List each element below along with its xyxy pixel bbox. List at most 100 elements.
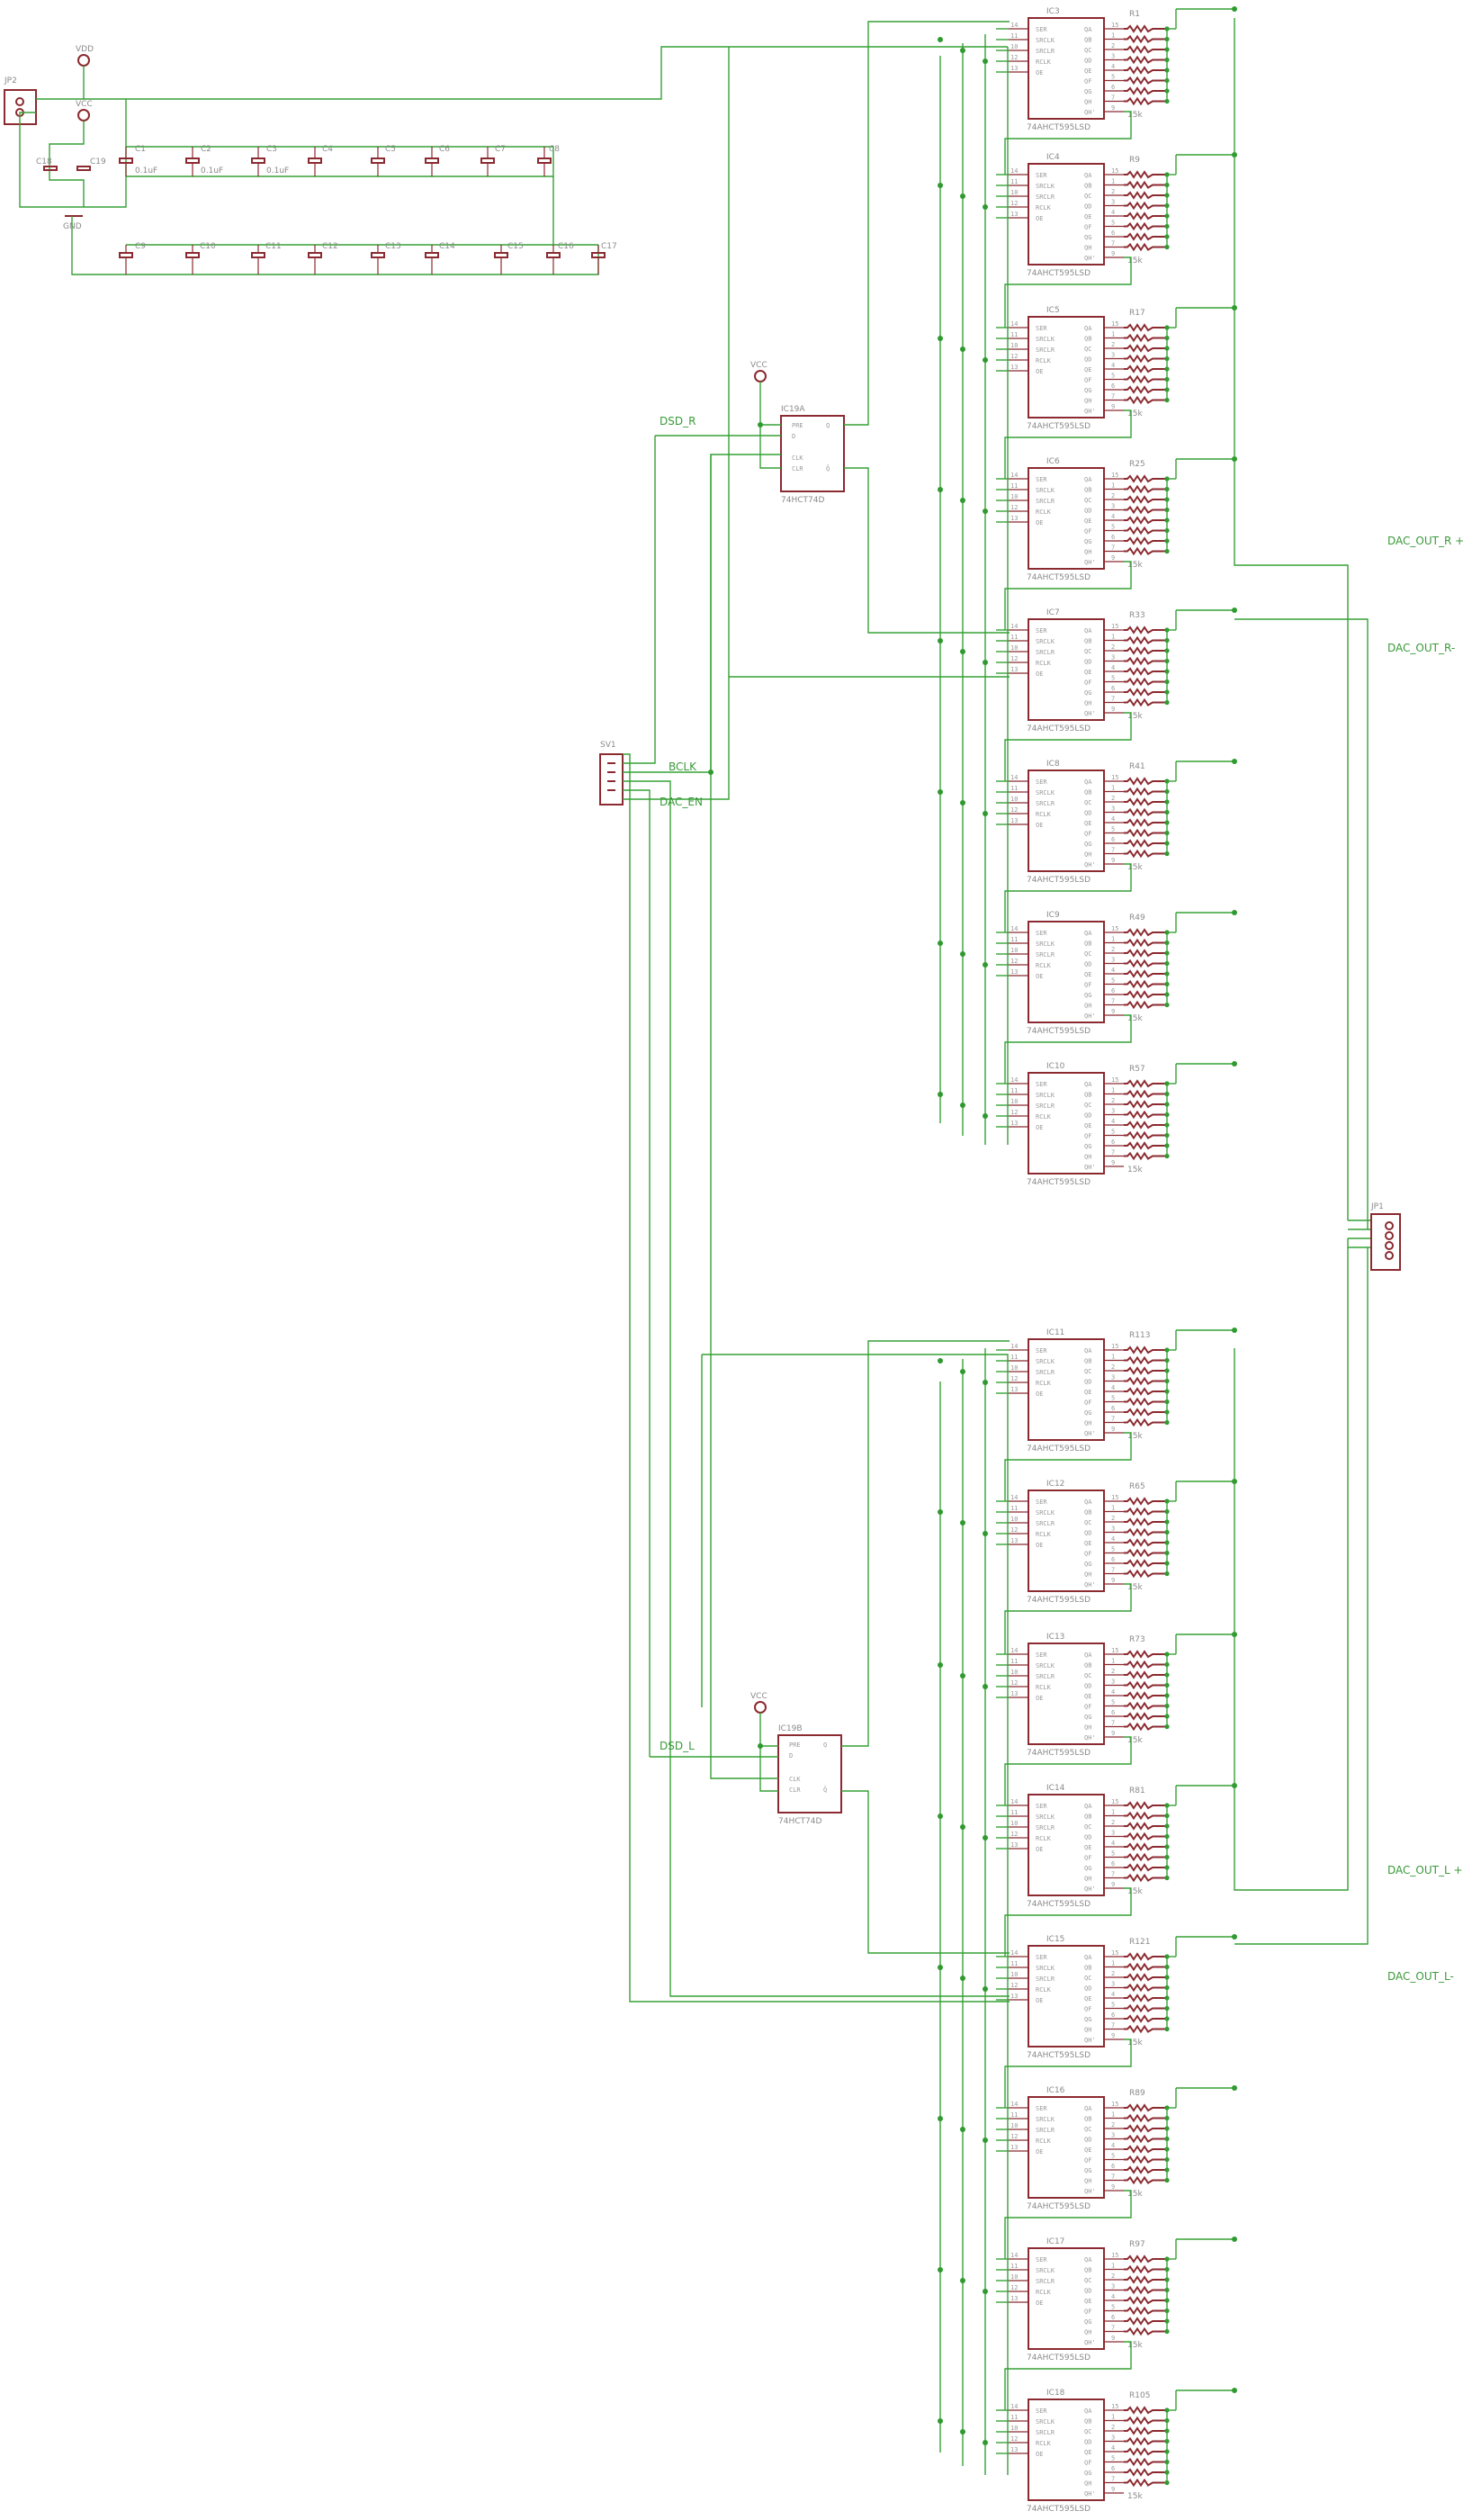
pin-number: 15 [1111, 925, 1118, 932]
pin-number: 7 [1111, 2174, 1115, 2181]
shift-register-block: IC1574AHCT595LSD14SER11SRCLK10SRCLR12RCL… [938, 1934, 1237, 2108]
shift-register-name: IC15 [1046, 1935, 1064, 1944]
pin-number: 12 [1010, 958, 1018, 965]
pin-number: 2 [1111, 946, 1115, 953]
shift-register-body [1028, 1794, 1105, 1896]
pin-number: 9 [1111, 104, 1115, 112]
pin-number: 6 [1111, 685, 1115, 692]
pin-number: 10 [1010, 2122, 1018, 2129]
pin-name: QH [1084, 1003, 1091, 1010]
pin-name: SER [1036, 1954, 1047, 1961]
pin-name: QE [1084, 1844, 1091, 1851]
shift-register-type: 74AHCT595LSD [1027, 1178, 1091, 1187]
pin-name: QD [1084, 1112, 1091, 1120]
pin-number: 12 [1010, 1375, 1018, 1382]
pin-number: 3 [1111, 957, 1115, 964]
pin-number: 14 [1010, 22, 1018, 29]
pin-number: 1 [1111, 1087, 1115, 1094]
pin-number: 13 [1010, 1993, 1018, 2000]
pin-name: OE [1036, 1124, 1043, 1131]
cap-c2-label: C2 [201, 145, 211, 154]
pin-number: 10 [1010, 493, 1018, 500]
pin-name: QG [1084, 992, 1091, 999]
pin-name: QH' [1084, 1164, 1096, 1171]
pin-number: 4 [1111, 1991, 1115, 1998]
pin-name: QH [1084, 1571, 1091, 1579]
pin-name: QC [1084, 2277, 1091, 2284]
pin-name: QD [1084, 810, 1091, 817]
pin-number: 14 [1010, 1949, 1018, 1957]
pin-name: SER [1036, 476, 1047, 483]
pin-number: 13 [1010, 1537, 1018, 1544]
flipflop-ic19a: VCC IC19A 74HCT74D PRE D CLK CLR Q Q̄ [655, 21, 1010, 634]
resistor-array-name: R41 [1129, 762, 1145, 771]
pin-name: SER [1036, 930, 1047, 937]
pin-name: QA [1084, 930, 1092, 937]
vdd-symbol [77, 54, 90, 67]
pin-name: QG [1084, 1409, 1091, 1417]
pin-number: 14 [1010, 2101, 1018, 2108]
pin-number: 10 [1010, 1516, 1018, 1523]
pin-number: 13 [1010, 1120, 1018, 1127]
cap-c11-label: C11 [265, 242, 282, 251]
pin-number: 6 [1111, 1860, 1115, 1868]
resistor-array-name: R97 [1129, 2240, 1145, 2249]
pin-number: 4 [1111, 1535, 1115, 1543]
pin-number: 15 [1111, 623, 1118, 630]
pin-name: SRCLR [1036, 48, 1055, 55]
pin-number: 11 [1010, 936, 1018, 943]
pin-number: 1 [1111, 1505, 1115, 1512]
pin-number: 7 [1111, 544, 1115, 552]
pin-number: 3 [1111, 1374, 1115, 1382]
shift-register-block: IC1374AHCT595LSD14SER11SRCLK10SRCLR12RCL… [938, 1632, 1237, 1805]
pin-number: 14 [1010, 1798, 1018, 1805]
resistor-value: 15k [1127, 2492, 1143, 2501]
pin-name: QF [1084, 1855, 1091, 1862]
pin-name: QF [1084, 680, 1091, 687]
pin-name: QH' [1084, 1430, 1096, 1437]
pin-name: QF [1084, 2460, 1091, 2467]
pin-number: 3 [1111, 1981, 1115, 1988]
shift-register-type: 74AHCT595LSD [1027, 123, 1091, 132]
cap-c1-value: 0.1uF [135, 166, 157, 176]
pin-number: 13 [1010, 968, 1018, 976]
shift-register-body [1028, 2247, 1105, 2350]
net-dsd-l: DSD_L [660, 1740, 695, 1752]
resistor-value: 15k [1127, 2038, 1143, 2048]
net-dac-out-l-pos: DAC_OUT_L + [1387, 1864, 1463, 1876]
pin-name: QB [1084, 487, 1091, 494]
pin-number: 15 [1111, 2403, 1118, 2410]
pin-name: SER [1036, 172, 1047, 179]
resistor-array-name: R1 [1129, 10, 1140, 19]
ic19b-pin-clk: CLK [789, 1776, 801, 1783]
pin-number: 6 [1111, 2163, 1115, 2170]
pin-number: 12 [1010, 2133, 1018, 2140]
pin-name: QB [1084, 183, 1091, 190]
pin-number: 5 [1111, 977, 1115, 985]
pin-number: 5 [1111, 675, 1115, 682]
pin-number: 1 [1111, 178, 1115, 185]
pin-name: SRCLR [1036, 2429, 1055, 2436]
resistor-array-name: R17 [1129, 309, 1145, 318]
pin-name: QH [1084, 1876, 1091, 1883]
pin-number: 9 [1111, 2486, 1115, 2493]
shift-register-name: IC14 [1046, 1784, 1065, 1793]
pin-name: QH' [1084, 559, 1096, 566]
pin-name: QG [1084, 2016, 1091, 2023]
pin-number: 10 [1010, 43, 1018, 50]
pin-number: 5 [1111, 2455, 1115, 2462]
pin-name: QH' [1084, 1886, 1096, 1893]
pin-name: QA [1084, 26, 1092, 33]
pin-number: 7 [1111, 1720, 1115, 1727]
resistor-value: 15k [1127, 863, 1143, 872]
pin-number: 11 [1010, 331, 1018, 338]
pin-number: 10 [1010, 644, 1018, 652]
pin-number: 6 [1111, 1138, 1115, 1146]
pin-name: SER [1036, 778, 1047, 786]
pin-name: QF [1084, 528, 1091, 536]
pin-name: SER [1036, 627, 1047, 634]
pin-name: QG [1084, 2318, 1091, 2326]
resistor-array-name: R9 [1129, 156, 1140, 165]
pin-number: 13 [1010, 666, 1018, 673]
pin-name: QC [1084, 1672, 1091, 1679]
